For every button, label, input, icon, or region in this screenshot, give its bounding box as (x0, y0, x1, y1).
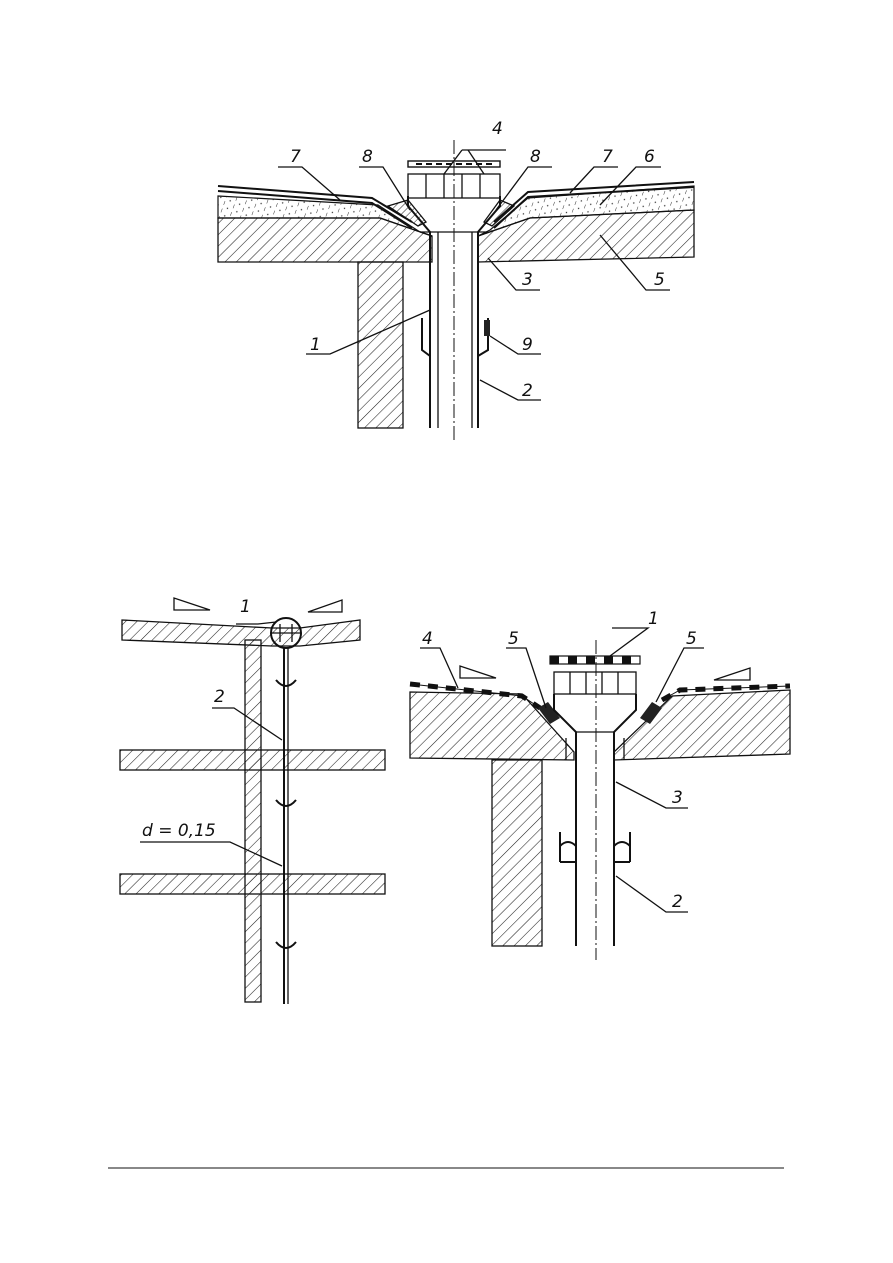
membrane-left-edge (409, 683, 541, 709)
funnel-body-r (477, 196, 501, 428)
leader-2 (212, 707, 283, 741)
label-diameter: d = 0,15 (142, 821, 216, 841)
label-7-right: 7 (602, 147, 613, 167)
label-4: 4 (422, 629, 433, 649)
leader-4 (420, 647, 459, 689)
funnel-body (407, 196, 431, 428)
flange-left (538, 702, 560, 724)
clamp-bolt (484, 320, 490, 336)
socket (275, 679, 297, 687)
socket (275, 941, 297, 949)
socket-right (613, 832, 631, 863)
leader-d (140, 841, 283, 867)
label-2: 2 (214, 687, 225, 707)
leader-5-left (506, 647, 547, 709)
insulation-right (477, 185, 695, 237)
label-4: 4 (492, 119, 503, 139)
membrane-right-edge (661, 685, 791, 701)
leader-1 (609, 627, 650, 657)
wall-top (357, 261, 404, 429)
leader-2 (615, 875, 688, 913)
flange-left (386, 199, 428, 227)
leader-lines-fig1 (278, 149, 670, 401)
label-5: 5 (654, 270, 665, 290)
slope-mark-right (713, 667, 751, 681)
grate-cap (553, 671, 637, 695)
funnel-left (553, 694, 577, 946)
label-2: 2 (522, 381, 533, 401)
slope-mark-left (459, 665, 497, 679)
label-8-right: 8 (530, 147, 541, 167)
slab-left (409, 691, 575, 761)
leader-3 (615, 781, 688, 809)
socket (275, 799, 297, 807)
label-3: 3 (522, 270, 533, 290)
membrane-left-2 (217, 190, 413, 229)
label-3: 3 (672, 788, 683, 808)
label-5-left: 5 (508, 629, 519, 649)
label-2: 2 (672, 892, 683, 912)
slope-mark-right (307, 599, 343, 613)
funnel-right (613, 694, 637, 946)
wall-riser (244, 639, 262, 1003)
slab-right (613, 689, 791, 761)
leader-5-right (655, 647, 704, 703)
figure-roof-drain-top: 4 7 8 8 7 6 3 5 1 9 2 (217, 119, 695, 440)
label-6: 6 (644, 147, 655, 167)
label-9: 9 (522, 335, 533, 355)
label-7-left: 7 (290, 147, 301, 167)
membrane-right-2 (493, 186, 695, 229)
flange-right (640, 702, 662, 724)
label-1: 1 (648, 609, 659, 629)
figure-roof-drain-bottom: 1 4 5 5 3 2 (409, 609, 791, 960)
label-1: 1 (310, 335, 321, 355)
membrane-left (217, 185, 413, 223)
clamp-left (421, 318, 431, 357)
slope-mark-left (173, 597, 211, 611)
label-1: 1 (240, 597, 251, 617)
flange-right (483, 199, 516, 227)
leader-1 (236, 621, 277, 625)
label-5-right: 5 (686, 629, 697, 649)
figure-riser-scheme: 1 2 d = 0,15 (119, 597, 386, 1004)
wall (491, 759, 543, 947)
label-8-left: 8 (362, 147, 373, 167)
socket-left (559, 832, 577, 863)
